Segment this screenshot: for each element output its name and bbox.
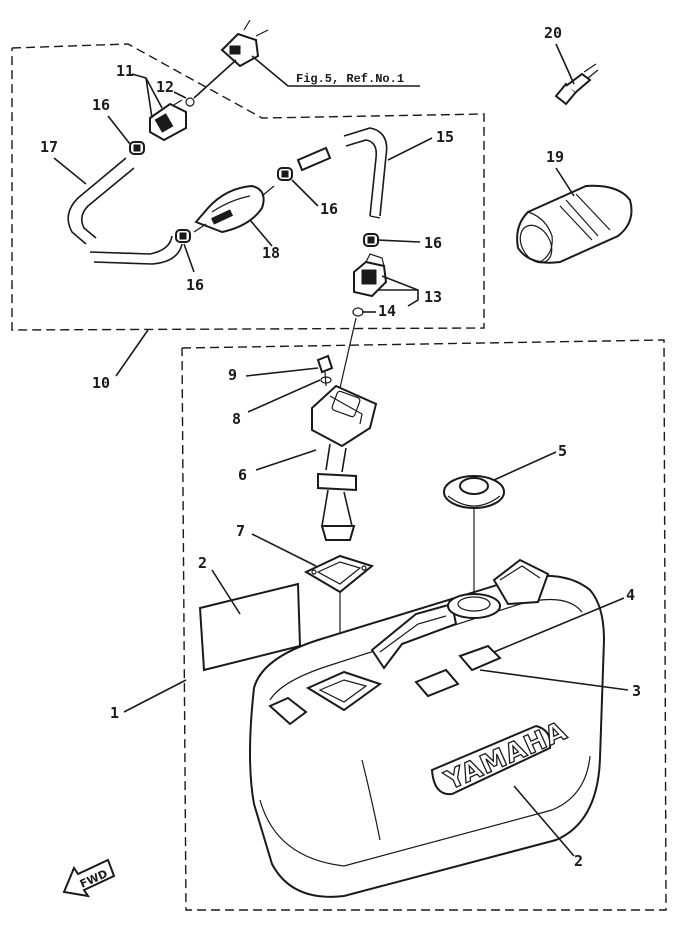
callout-1: 1 — [110, 704, 119, 722]
part-12-o-ring — [185, 97, 195, 107]
callout-16d: 16 — [424, 234, 442, 252]
part-7-gasket — [303, 554, 375, 594]
callout-4: 4 — [626, 586, 635, 604]
callout-19: 19 — [546, 148, 564, 166]
fuel-tank-group-outline — [181, 339, 667, 911]
fwd-arrow-icon — [62, 858, 116, 898]
part-1-fuel-tank — [249, 558, 606, 898]
pickup-line — [339, 317, 357, 389]
part-11-connector — [149, 99, 187, 142]
callout-20: 20 — [544, 24, 562, 42]
part-16-clamp-a — [129, 141, 145, 155]
part-18-primer-bulb — [193, 184, 275, 234]
callout-14: 14 — [378, 302, 396, 320]
part-19-cover — [516, 184, 633, 264]
fuel-line-group-outline — [11, 43, 485, 331]
part-8-washer — [320, 376, 332, 384]
callout-12: 12 — [156, 78, 174, 96]
fig5-reference-connector — [220, 19, 269, 68]
callout-15: 15 — [436, 128, 454, 146]
callout-7: 7 — [236, 522, 245, 540]
callout-5: 5 — [558, 442, 567, 460]
callout-10: 10 — [92, 374, 110, 392]
callout-16c: 16 — [186, 276, 204, 294]
part-16-clamp-b — [277, 167, 293, 181]
callout-8: 8 — [232, 410, 241, 428]
part-20-screw — [554, 63, 599, 106]
part-14-o-ring — [352, 307, 364, 317]
part-6-fuel-gauge — [311, 384, 378, 541]
callout-9: 9 — [228, 366, 237, 384]
reference-bracket — [251, 55, 420, 87]
part-9-screw — [316, 354, 334, 387]
callout-2a: 2 — [198, 554, 207, 572]
reference-leader — [193, 59, 237, 99]
part-16-clamp-c — [175, 229, 191, 243]
part-17-hose — [67, 157, 183, 265]
callout-16b: 16 — [320, 200, 338, 218]
callout-6: 6 — [238, 466, 247, 484]
callout-2b: 2 — [574, 852, 583, 870]
part-13-outlet-fitting — [353, 253, 388, 298]
callout-17: 17 — [40, 138, 58, 156]
callout-11: 11 — [116, 62, 134, 80]
callout-18: 18 — [262, 244, 280, 262]
leader-lines — [53, 43, 629, 857]
part-15-hose — [296, 127, 388, 219]
part-16-clamp-d — [363, 233, 379, 247]
part-5-filler-cap — [443, 475, 505, 509]
callout-13: 13 — [424, 288, 442, 306]
callout-3: 3 — [632, 682, 641, 700]
callout-16a: 16 — [92, 96, 110, 114]
reference-note: Fig.5, Ref.No.1 — [296, 72, 404, 86]
